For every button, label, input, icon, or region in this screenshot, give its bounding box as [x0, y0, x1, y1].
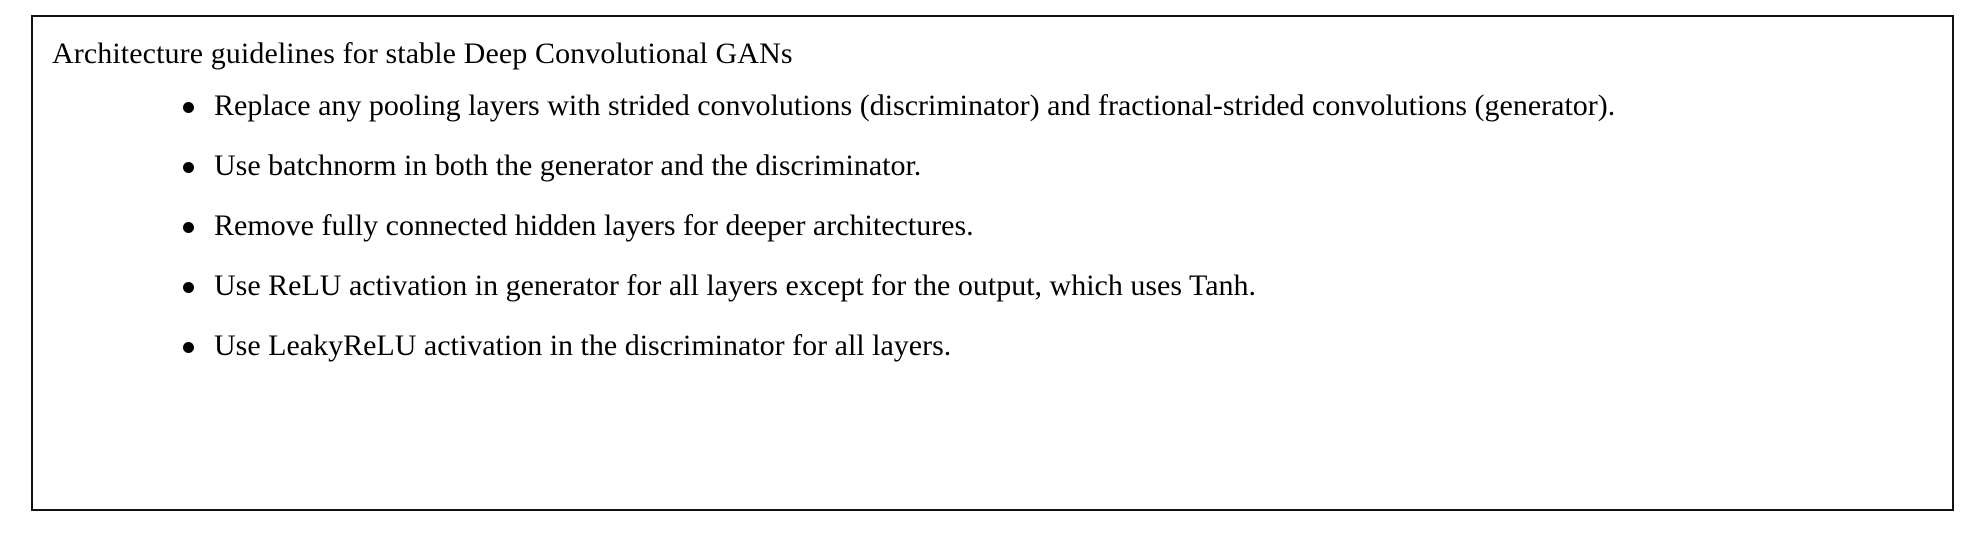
guideline-text: Use ReLU activation in generator for all…	[214, 269, 1257, 302]
guideline-text: Use batchnorm in both the generator and …	[214, 149, 922, 182]
list-item: Use LeakyReLU activation in the discrimi…	[33, 325, 1952, 367]
bullet-icon	[183, 162, 194, 173]
bullet-icon	[183, 282, 194, 293]
list-item: Use batchnorm in both the generator and …	[33, 145, 1952, 187]
guidelines-list: Replace any pooling layers with strided …	[33, 85, 1952, 367]
architecture-guidelines-box: Architecture guidelines for stable Deep …	[31, 15, 1954, 511]
list-item: Replace any pooling layers with strided …	[33, 85, 1952, 127]
guideline-text: Use LeakyReLU activation in the discrimi…	[214, 329, 952, 362]
box-title: Architecture guidelines for stable Deep …	[52, 37, 793, 70]
bullet-icon	[183, 102, 194, 113]
guideline-text: Remove fully connected hidden layers for…	[214, 209, 974, 242]
list-item: Use ReLU activation in generator for all…	[33, 265, 1952, 307]
guideline-text: Replace any pooling layers with strided …	[214, 89, 1616, 122]
list-item: Remove fully connected hidden layers for…	[33, 205, 1952, 247]
bullet-icon	[183, 342, 194, 353]
bullet-icon	[183, 222, 194, 233]
